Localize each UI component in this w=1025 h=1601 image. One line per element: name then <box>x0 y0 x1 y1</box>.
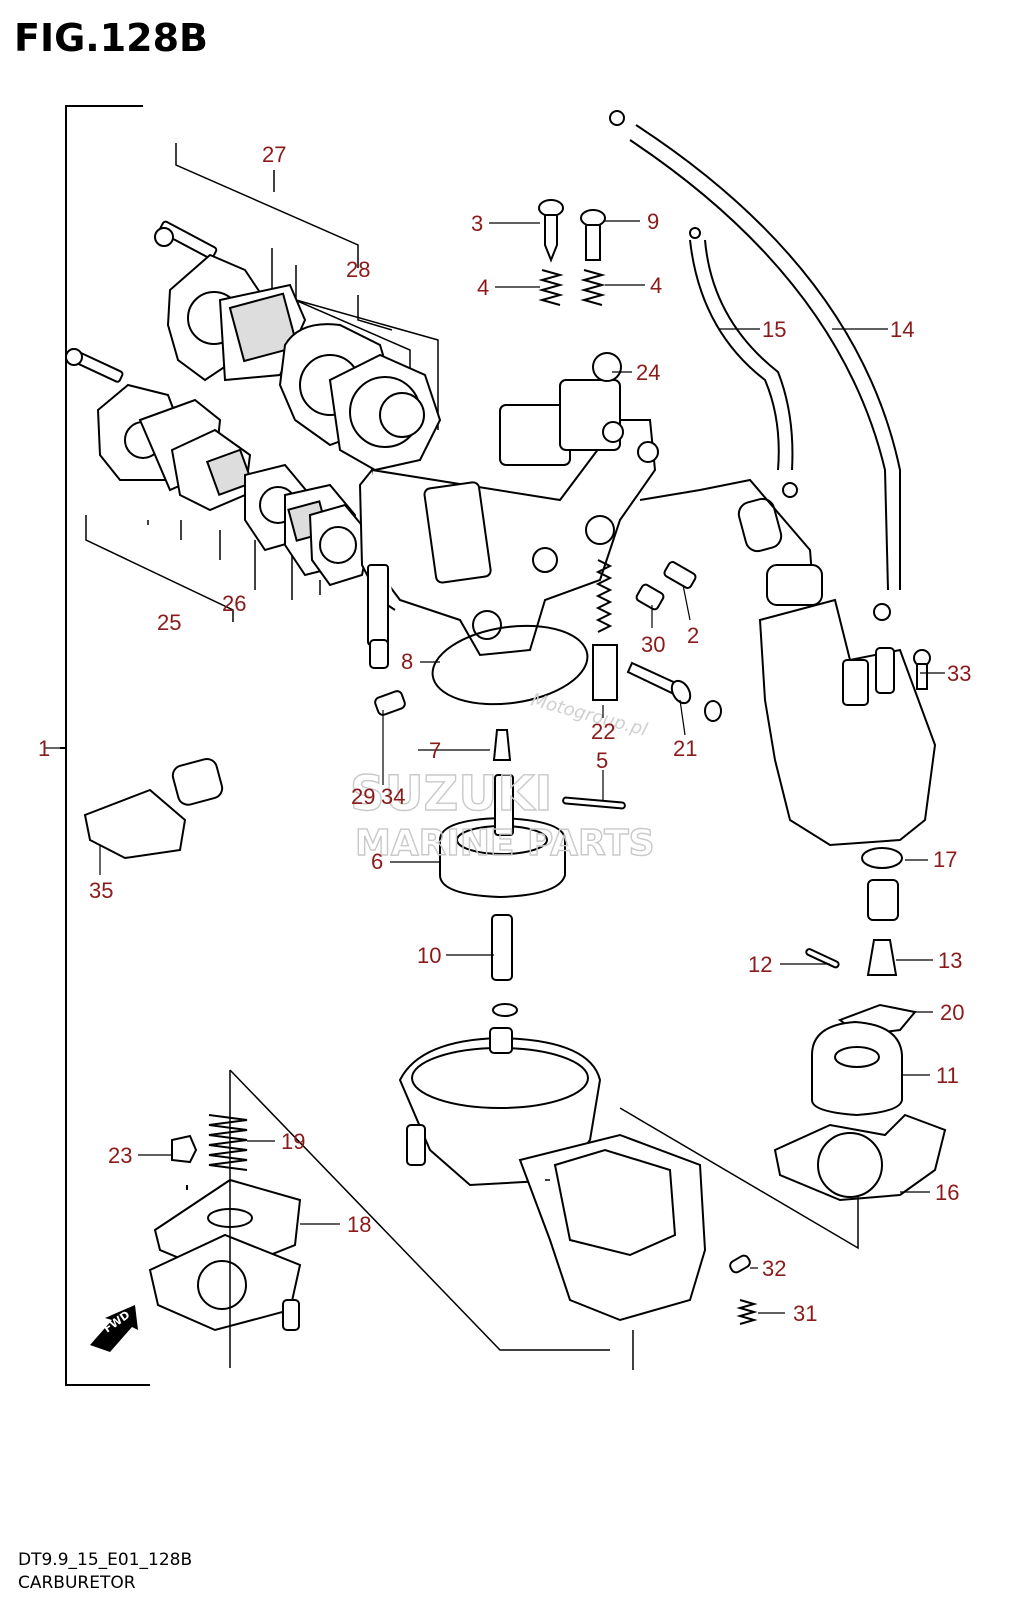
callout-26: 26 <box>222 591 246 616</box>
watermark: SUZUKI MARINE PARTS Motogroup.pl <box>349 690 655 865</box>
callout-30: 30 <box>641 632 665 657</box>
callout-16: 16 <box>935 1180 959 1205</box>
callout-6: 6 <box>371 849 383 874</box>
callout-21: 21 <box>673 736 697 761</box>
callout-24: 24 <box>636 360 660 385</box>
float-chamber <box>398 1027 758 1325</box>
assembly-bracket <box>60 105 150 1386</box>
callout-25: 25 <box>157 610 181 635</box>
callout-11: 11 <box>936 1063 959 1088</box>
callout-15: 15 <box>762 317 786 342</box>
figure-code: DT9.9_15_E01_128B <box>18 1550 193 1570</box>
callout-29: 29 <box>351 784 375 809</box>
callout-23: 23 <box>108 1143 132 1168</box>
callout-34: 34 <box>381 784 405 809</box>
callout-27: 27 <box>262 142 286 167</box>
diaphragm-parts <box>148 1069 610 1351</box>
watermark-site: Motogroup.pl <box>529 690 650 741</box>
leader-lines <box>45 220 945 1314</box>
callout-8: 8 <box>401 649 413 674</box>
callout-13: 13 <box>938 948 962 973</box>
fuel-hoses <box>609 110 901 621</box>
callout-33: 33 <box>947 661 971 686</box>
mixture-screws <box>374 561 722 722</box>
figure-title: FIG.128B <box>14 16 209 60</box>
lower-group-brackets <box>229 1070 859 1370</box>
callout-7: 7 <box>429 738 441 763</box>
float-bowl-gasket <box>431 624 589 706</box>
group-brackets <box>85 143 439 622</box>
callout-22: 22 <box>591 719 615 744</box>
callout-4-left: 4 <box>477 275 489 300</box>
callout-17: 17 <box>933 847 957 872</box>
callout-14: 14 <box>890 317 914 342</box>
callout-3: 3 <box>471 211 483 236</box>
fuel-valve-body <box>758 564 937 976</box>
callout-2: 2 <box>687 623 699 648</box>
callout-9: 9 <box>647 209 659 234</box>
callout-4-right: 4 <box>650 273 662 298</box>
jets-and-float-pin <box>439 729 626 1017</box>
callouts: 27 28 3 9 4 4 15 14 24 2 30 25 26 8 33 2… <box>38 142 971 1326</box>
callout-18: 18 <box>347 1212 371 1237</box>
callout-32: 32 <box>762 1256 786 1281</box>
throttle-screws <box>538 199 606 306</box>
callout-1: 1 <box>38 736 50 761</box>
callout-31: 31 <box>793 1301 817 1326</box>
primer-cap <box>83 757 224 860</box>
callout-5: 5 <box>596 748 608 773</box>
idle-spring <box>592 559 618 701</box>
callout-20: 20 <box>940 1000 964 1025</box>
fuel-pump-parts <box>65 220 442 587</box>
forward-arrow-icon: FWD <box>90 1305 138 1352</box>
callout-12: 12 <box>748 952 772 977</box>
figure-name: CARBURETOR <box>18 1573 136 1593</box>
callout-28: 28 <box>346 257 370 282</box>
carburetor-body <box>358 352 659 669</box>
callout-35: 35 <box>89 878 113 903</box>
callout-10: 10 <box>417 943 441 968</box>
float-parts <box>773 1003 947 1202</box>
watermark-brand-line2: MARINE PARTS <box>355 823 655 864</box>
callout-19: 19 <box>281 1129 305 1154</box>
